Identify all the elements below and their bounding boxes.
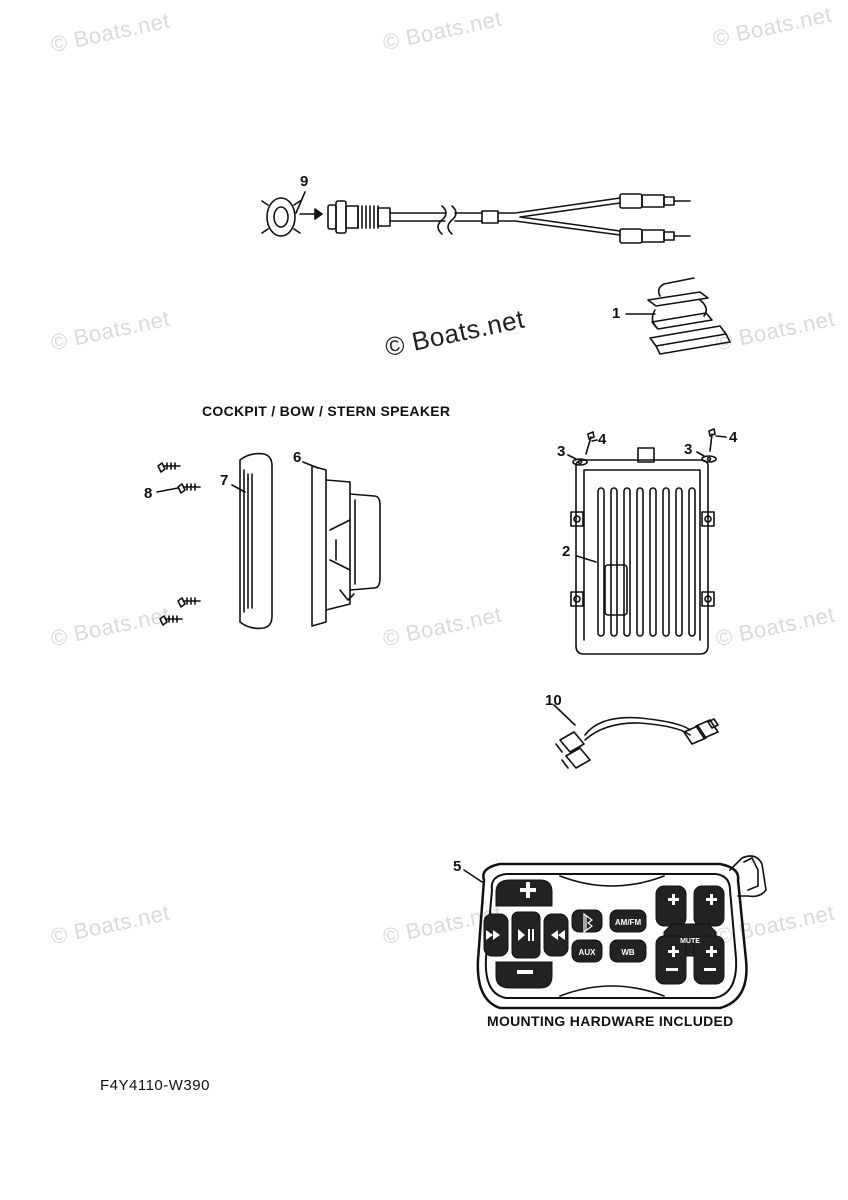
remote-part-5: [463, 855, 767, 1010]
callout-7: 7: [220, 472, 229, 489]
screws-part-8: [156, 462, 201, 626]
down-right-button: [693, 935, 725, 985]
callout-3-right: 3: [684, 441, 693, 458]
callout-4-right: 4: [729, 429, 738, 446]
callout-3-left: 3: [557, 443, 566, 460]
play-pause-button: [511, 911, 541, 959]
callout-5: 5: [453, 858, 462, 875]
down-left-button: [655, 935, 687, 985]
callout-6: 6: [293, 449, 302, 466]
callout-9: 9: [300, 173, 309, 190]
am-fm-label: AM/FM: [615, 918, 642, 927]
callout-4-left: 4: [598, 431, 607, 448]
module-part-1: [625, 277, 731, 355]
callout-2: 2: [562, 543, 571, 560]
speaker-grille-part-7: [231, 452, 273, 630]
bluetooth-button: [571, 909, 603, 933]
aux-button: [571, 939, 603, 963]
washer-screw-parts-3-4: [567, 428, 727, 466]
am-fm-button: [609, 909, 647, 933]
diagram-code: F4Y4110-W390: [100, 1077, 210, 1094]
wb-button: [609, 939, 647, 963]
mute-label: MUTE: [680, 938, 700, 945]
aux-input-cable-part-9: [261, 191, 691, 244]
callout-10: 10: [545, 692, 562, 709]
callout-1: 1: [612, 305, 621, 322]
volume-up-button-left: [495, 879, 553, 907]
section-title: COCKPIT / BOW / STERN SPEAKER: [202, 403, 451, 419]
up-right-button: [693, 885, 725, 927]
remote-caption: MOUNTING HARDWARE INCLUDED: [487, 1013, 734, 1029]
speaker-part-6: [302, 461, 381, 627]
volume-down-button-left: [495, 961, 553, 989]
amplifier-part-2: [570, 447, 715, 655]
up-left-button: [655, 885, 687, 927]
wb-label: WB: [621, 948, 635, 957]
harness-part-10: [553, 704, 719, 769]
aux-label: AUX: [579, 948, 597, 957]
callout-8: 8: [144, 485, 153, 502]
